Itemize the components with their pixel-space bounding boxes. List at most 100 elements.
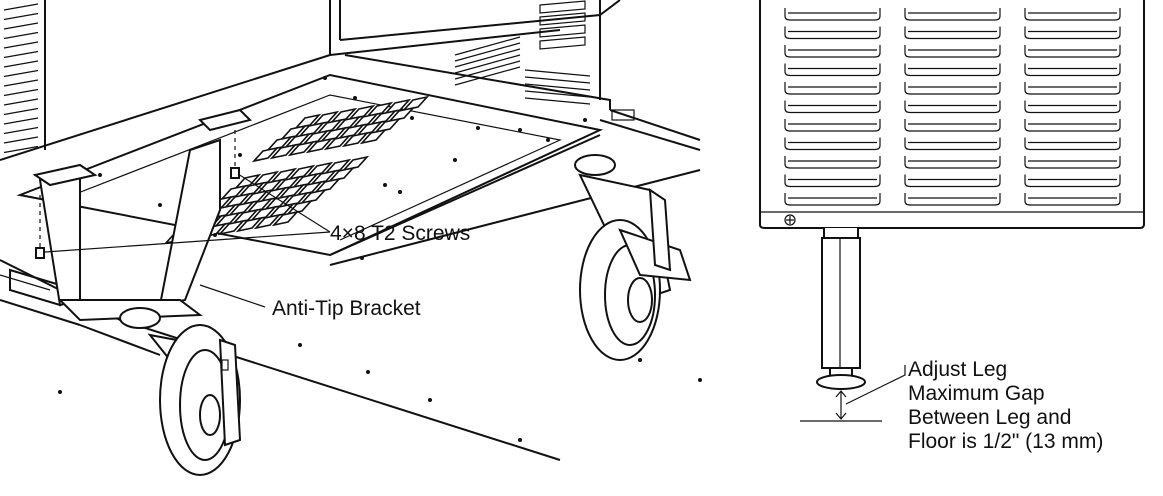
rear-vent-slat [539, 0, 586, 14]
fastener-dot [428, 398, 432, 402]
leg-callout-line-1: Adjust Leg [908, 358, 1007, 381]
vent-slat [904, 82, 1001, 95]
vent-slat [1024, 156, 1121, 169]
rear-vent-slat [524, 83, 591, 91]
vent-slat [784, 45, 881, 58]
side-vent-slats [3, 3, 39, 154]
screws-leader-left [44, 231, 331, 253]
left-view-underside: 4×8 T2 Screws Anti-Tip Bracket [0, 0, 702, 476]
fastener-dot [638, 358, 642, 362]
rear-vent-slat [539, 36, 586, 50]
vent-slat [784, 8, 881, 21]
fastener-dot [360, 256, 364, 260]
anti-tip-bracket [32, 108, 252, 322]
grid-cell [251, 146, 280, 163]
grid-cell [359, 128, 388, 145]
grid-cell [323, 134, 352, 151]
fastener-dot [583, 118, 587, 122]
grid-cell [313, 177, 342, 194]
fastener-dot [158, 203, 162, 207]
vent-slat [904, 119, 1001, 132]
vent-slat [784, 193, 881, 206]
vent-slat [784, 82, 881, 95]
vent-slat [904, 137, 1001, 151]
screw-head-icon [784, 214, 796, 226]
fastener-dot [398, 190, 402, 194]
side-vent-columns [784, 8, 1121, 206]
vent-slat [904, 63, 1001, 77]
vent-slat [784, 26, 881, 40]
vent-slat [904, 26, 1001, 40]
rear-vent-slat [454, 36, 521, 56]
grid-cell [253, 213, 282, 230]
side-slat [3, 41, 39, 49]
side-slat [3, 60, 39, 68]
side-slat [3, 22, 39, 30]
rear-vent-slat [454, 48, 521, 68]
grid-cell [373, 117, 402, 134]
fastener-dot [518, 128, 522, 132]
grid-cell [387, 106, 416, 123]
grid-cell [305, 137, 334, 154]
screws-label: 4×8 T2 Screws [330, 222, 470, 245]
fastener-dot [410, 116, 414, 120]
rear-vent-slat [454, 60, 521, 80]
bracket-label: Anti-Tip Bracket [272, 297, 421, 320]
fastener-dot [518, 438, 522, 442]
side-slat [3, 12, 39, 21]
vent-slat [1024, 193, 1121, 206]
vent-slat [1024, 119, 1121, 132]
screw-left [35, 195, 45, 259]
leg-leader [845, 365, 906, 405]
fastener-dot [698, 378, 702, 382]
grid-cell [235, 216, 264, 233]
grid-cell [401, 95, 430, 112]
fastener-dot [546, 138, 550, 142]
gap-arrow-icon [835, 390, 847, 420]
vent-slat [904, 8, 1001, 21]
rear-vent-slat [454, 66, 521, 86]
fastener-dot [298, 343, 302, 347]
side-slat [3, 136, 39, 144]
bracket-leader [199, 284, 266, 308]
fastener-dot [98, 173, 102, 177]
vent-slat [1024, 174, 1121, 188]
vent-slat [784, 174, 881, 188]
vent-slat [904, 45, 1001, 58]
side-slat [3, 98, 39, 106]
fastener-dot [353, 96, 357, 100]
rear-vent-slat [524, 97, 591, 105]
vent-slat [784, 156, 881, 169]
rear-vent-slat [454, 42, 521, 62]
side-slat [3, 117, 39, 125]
fastener-dot [383, 183, 387, 187]
grid-cell [269, 143, 298, 160]
fastener-dot [476, 126, 480, 130]
caster-right [574, 154, 692, 361]
rear-vent-slat [524, 76, 591, 84]
side-slat [3, 107, 39, 116]
side-slat [3, 126, 39, 135]
rear-vent-slat [524, 69, 591, 77]
grid-cell [341, 155, 370, 172]
vent-slat [1024, 100, 1121, 114]
rear-vent-block [454, 0, 591, 105]
vent-slat [904, 193, 1001, 206]
vent-slat [1024, 8, 1121, 21]
right-view-leg-detail: Adjust Leg Maximum Gap Between Leg and F… [759, 0, 1145, 453]
vent-slat [904, 156, 1001, 169]
vent-slat [784, 100, 881, 114]
screw-right [230, 130, 240, 179]
vent-slat [1024, 63, 1121, 77]
side-slat [3, 3, 39, 11]
screws-leader-right [237, 173, 331, 233]
caster-left [119, 307, 242, 476]
side-slat [3, 31, 39, 40]
side-slat [3, 88, 39, 97]
fastener-dots [58, 76, 702, 442]
adjustable-leg [816, 228, 866, 390]
side-slat [3, 69, 39, 78]
fastener-dot [453, 158, 457, 162]
vent-slat [1024, 82, 1121, 95]
